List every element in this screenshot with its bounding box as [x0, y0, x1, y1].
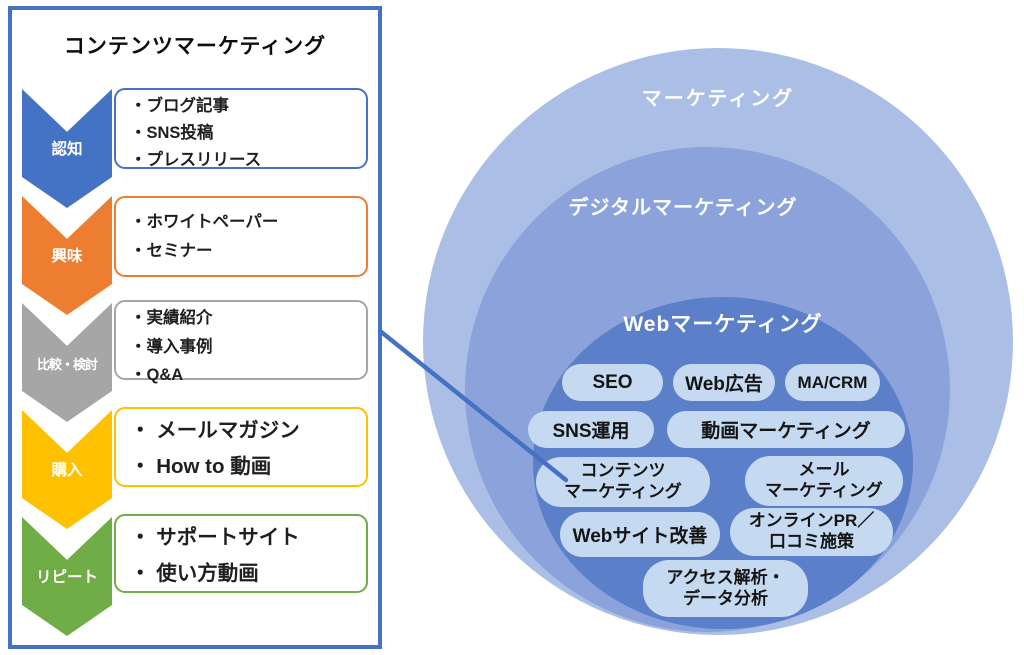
pill-website-improvement: Webサイト改善 — [560, 512, 720, 557]
pill-video-marketing: 動画マーケティング — [667, 411, 905, 448]
ring-label-web-marketing: Webマーケティング — [623, 313, 823, 336]
stage-box-repeat: ・ サポートサイト ・ 使い方動画 — [114, 514, 368, 593]
stage-label-purchase: 購入 — [51, 462, 83, 479]
stage-item: ・ホワイトペーパー — [130, 213, 279, 231]
stage-item: ・導入事例 — [130, 337, 213, 356]
panel-title: コンテンツマーケティング — [63, 35, 327, 58]
stage-label-awareness: 認知 — [51, 141, 83, 158]
stage-label-repeat: リピート — [35, 569, 98, 586]
stage-item: ・SNS投稿 — [130, 124, 214, 142]
stage-box-comparison: ・実績紹介 ・導入事例 ・Q&A — [114, 300, 368, 384]
stage-item: ・プレスリリース — [130, 151, 262, 169]
stage-item: ・ How to 動画 — [130, 455, 272, 478]
pill-online-pr: オンラインPR／ 口コミ施策 — [730, 508, 893, 556]
pill-email-marketing: メール マーケティング — [745, 456, 903, 506]
pill-web-ads: Web広告 — [673, 364, 775, 401]
stage-item: ・ サポートサイト — [130, 526, 300, 549]
stage-label-interest: 興味 — [51, 248, 83, 265]
stage-box-purchase: ・ メールマガジン ・ How to 動画 — [114, 407, 368, 487]
stage-item: ・Q&A — [130, 366, 184, 384]
pill-content-marketing: コンテンツ マーケティング — [536, 457, 710, 507]
pill-ma-crm: MA/CRM — [785, 364, 880, 401]
stage-box-awareness: ・ブログ記事 ・SNS投稿 ・プレスリリース — [114, 88, 368, 169]
stage-box-interest: ・ホワイトペーパー ・セミナー — [114, 196, 368, 277]
stage-item: ・ メールマガジン — [130, 419, 300, 442]
ring-label-marketing: マーケティング — [641, 88, 795, 110]
stage-item: ・セミナー — [130, 242, 213, 260]
pill-seo: SEO — [562, 364, 663, 401]
pill-sns-operation: SNS運用 — [528, 411, 654, 448]
ring-label-digital-marketing: デジタルマーケティング — [568, 197, 798, 219]
stage-item: ・ 使い方動画 — [130, 562, 259, 585]
pill-access-analysis: アクセス解析・ データ分析 — [643, 560, 808, 617]
stage-item: ・実績紹介 — [130, 309, 213, 327]
stage-item: ・ブログ記事 — [130, 97, 229, 115]
stage-label-comparison: 比較・検討 — [36, 357, 98, 372]
